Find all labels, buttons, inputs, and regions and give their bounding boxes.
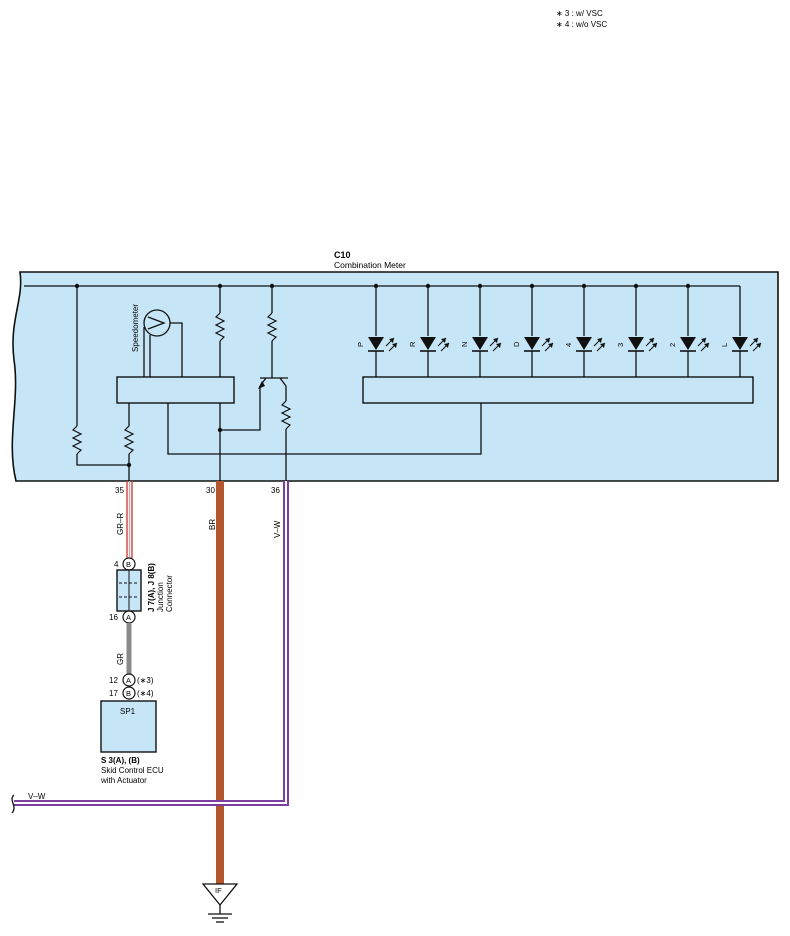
light-emission-arrow-icon xyxy=(704,343,709,348)
led-p-label: P xyxy=(356,342,365,347)
junction-pin-4: 4 xyxy=(114,560,119,569)
meter-code: C10 xyxy=(334,250,351,260)
speedometer-gauge-icon xyxy=(143,309,171,337)
wire-label-gr: GR xyxy=(116,653,125,665)
wire-label-v-w-branch: V–W xyxy=(28,792,46,801)
resistor xyxy=(214,312,226,342)
ecu-pin-17-note: (∗4) xyxy=(137,689,154,698)
light-emission-arrow-icon xyxy=(441,338,446,343)
pin-30: 30 xyxy=(206,486,215,495)
ground-point-icon xyxy=(201,883,239,907)
led-p-icon xyxy=(368,337,384,350)
light-emission-arrow-icon xyxy=(701,338,706,343)
resistor xyxy=(280,400,292,430)
wire-label-br: BR xyxy=(208,519,217,530)
light-emission-arrow-icon xyxy=(597,338,602,343)
led-r-label: R xyxy=(408,341,417,347)
ecu-name-1: Skid Control ECU xyxy=(101,766,164,775)
led-l-icon xyxy=(732,337,748,350)
speedometer-label: Speedometer xyxy=(131,304,140,352)
connector-a-letter: A xyxy=(126,613,131,622)
connector-b-icon xyxy=(122,686,136,700)
meter-name: Combination Meter xyxy=(334,260,406,270)
led-3-icon xyxy=(628,337,644,350)
ecu-pin-12-note: (∗3) xyxy=(137,676,154,685)
light-emission-arrow-icon xyxy=(548,343,553,348)
gauge-needle-icon xyxy=(147,316,166,330)
light-emission-arrow-icon xyxy=(600,343,605,348)
wire xyxy=(167,403,482,455)
resistor xyxy=(123,425,135,455)
light-emission-arrow-icon xyxy=(389,338,394,343)
light-emission-arrow-icon xyxy=(444,343,449,348)
wire xyxy=(170,322,183,377)
connector-b-letter: B xyxy=(126,560,131,569)
wire-label-v-w: V–W xyxy=(273,520,282,538)
resistor xyxy=(71,425,83,455)
ecu-terminal-sp1: SP1 xyxy=(120,707,136,716)
led-2-label: 2 xyxy=(668,343,677,347)
led-2-icon xyxy=(680,337,696,350)
skid-control-ecu-box xyxy=(100,700,157,753)
light-emission-arrow-icon xyxy=(496,343,501,348)
led-n-icon xyxy=(472,337,488,350)
light-emission-arrow-icon xyxy=(753,338,758,343)
ecu-pin-17: 17 xyxy=(109,689,118,698)
led-d-label: D xyxy=(512,341,521,347)
wire-break-icon xyxy=(11,794,15,814)
indicator-led-group: P R N D 4 3 2 L xyxy=(356,283,762,377)
wire xyxy=(76,454,129,466)
ecu-code: S 3(A), (B) xyxy=(101,756,140,765)
led-4-label: 4 xyxy=(564,343,573,347)
wire-v-w xyxy=(14,481,287,804)
pin-36: 36 xyxy=(271,486,280,495)
junction-name-2: Connector xyxy=(165,575,174,612)
light-emission-arrow-icon xyxy=(493,338,498,343)
speedometer-ic-box xyxy=(116,376,235,404)
led-l-label: L xyxy=(720,343,729,347)
note-wo-vsc: ∗ 4 : w/o VSC xyxy=(556,20,607,29)
led-3-label: 3 xyxy=(616,343,625,347)
led-4-icon xyxy=(576,337,592,350)
wire xyxy=(220,386,261,431)
led-n-label: N xyxy=(460,342,469,347)
junction-pin-16: 16 xyxy=(109,613,118,622)
resistor xyxy=(266,312,278,342)
connector-b-letter: B xyxy=(126,689,131,698)
ground-label: IF xyxy=(215,886,222,895)
note-w-vsc: ∗ 3 : w/ VSC xyxy=(556,9,603,18)
light-emission-arrow-icon xyxy=(756,343,761,348)
connector-a-letter: A xyxy=(126,676,131,685)
led-d-icon xyxy=(524,337,540,350)
pin-35: 35 xyxy=(115,486,124,495)
led-r-icon xyxy=(420,337,436,350)
wire-label-gr-r: GR–R xyxy=(116,513,125,535)
junction-name-1: Junction xyxy=(156,582,165,612)
ecu-name-2: with Actuator xyxy=(100,776,147,785)
light-emission-arrow-icon xyxy=(392,343,397,348)
wire-v-w xyxy=(14,481,289,806)
indicator-ic-box xyxy=(362,376,754,404)
light-emission-arrow-icon xyxy=(652,343,657,348)
junction-code: J 7(A), J 8(B) xyxy=(147,563,156,612)
transistor-collector-icon xyxy=(279,377,287,387)
transistor-arrow-icon xyxy=(258,381,265,389)
ecu-pin-12: 12 xyxy=(109,676,118,685)
light-emission-arrow-icon xyxy=(545,338,550,343)
connector-a-icon xyxy=(122,673,136,687)
light-emission-arrow-icon xyxy=(649,338,654,343)
